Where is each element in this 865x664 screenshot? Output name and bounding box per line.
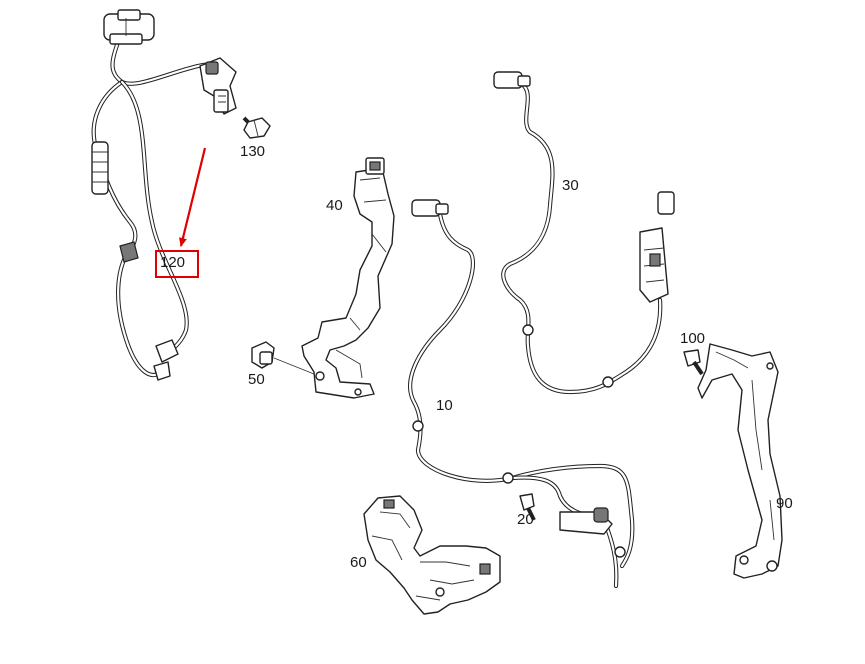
bracket-90[interactable] (697, 343, 783, 579)
wheel-speed-sensor-icon (559, 507, 626, 558)
label-part-100: 100 (680, 330, 706, 347)
label-part-50: 50 (248, 371, 265, 388)
connector-plug-icon (493, 71, 531, 89)
highlight-box (155, 250, 199, 278)
bolt-130-icon[interactable] (242, 116, 271, 139)
wheel-speed-sensor-icon (639, 191, 675, 303)
bracket-60[interactable] (363, 495, 501, 615)
clip-icon (119, 241, 179, 381)
harness-120[interactable] (91, 9, 237, 381)
highlight-arrow (179, 147, 207, 247)
sensor-icon (199, 57, 237, 115)
connector-plug-icon (411, 199, 449, 217)
connector-plug-icon (103, 9, 155, 45)
cable-30[interactable] (493, 71, 675, 395)
label-part-30: 30 (562, 177, 579, 194)
label-part-120: 120 (160, 254, 186, 271)
label-part-130: 130 (240, 143, 266, 160)
label-part-20: 20 (517, 511, 534, 528)
cable-10[interactable] (408, 199, 635, 589)
bracket-40[interactable] (301, 157, 395, 399)
bolt-100-icon[interactable] (683, 349, 704, 376)
label-part-40: 40 (326, 197, 343, 214)
label-part-10: 10 (436, 397, 453, 414)
label-part-60: 60 (350, 554, 367, 571)
label-part-90: 90 (776, 495, 793, 512)
clip-50-icon[interactable] (251, 341, 315, 375)
grommet-icon (91, 141, 109, 195)
bolt-20-icon[interactable] (519, 493, 536, 521)
